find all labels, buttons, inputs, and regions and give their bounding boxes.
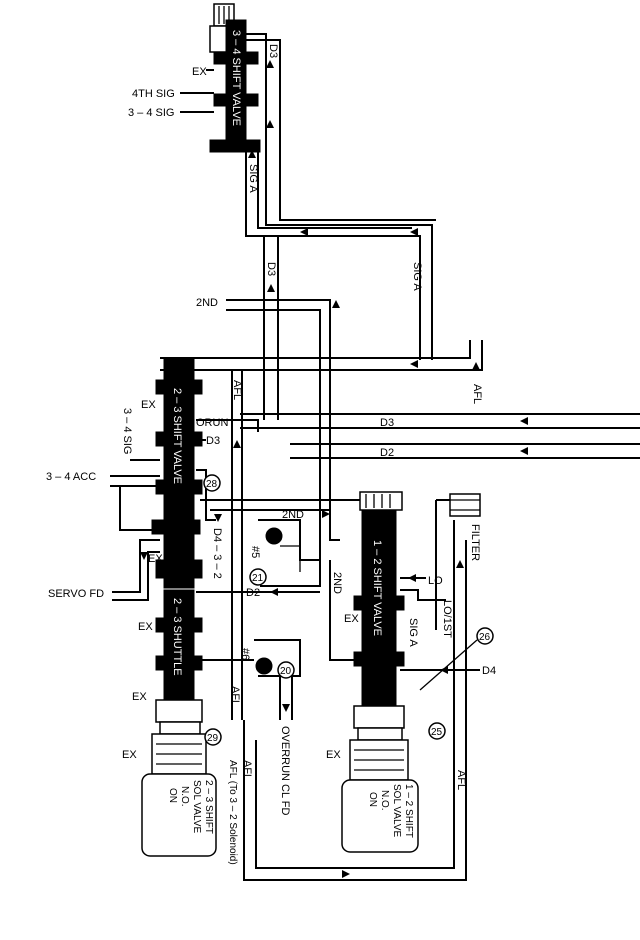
sol-1-2-line2: SOL VALVE: [391, 784, 402, 838]
shift-valve-1-2-label: 1 – 2 SHIFT VALVE: [371, 540, 383, 636]
afl-to-32-label: AFL (To 3 – 2 Solenoid): [227, 760, 238, 865]
callout-28: 28: [203, 474, 221, 492]
callout-26: 26: [476, 627, 494, 645]
shuttle-2-3: 2 – 3 SHUTTLE: [155, 589, 203, 711]
callout-25: 25: [428, 722, 446, 740]
d2-label-right: D2: [380, 447, 394, 459]
shift-valve-1-2: 1 – 2 SHIFT VALVE: [353, 491, 405, 707]
callout-29: 29: [204, 728, 222, 746]
svg-text:29: 29: [207, 733, 219, 744]
svg-text:26: 26: [479, 632, 491, 643]
callout-20: 20: [277, 661, 295, 679]
check-6-label: #6: [239, 648, 251, 660]
3-4-sig-label-2: 3 – 4 SIG: [121, 408, 133, 454]
overrun-cl-fd-label: OVERRUN CL FD: [279, 726, 291, 815]
svg-text:21: 21: [252, 573, 264, 584]
ex-label-1: EX: [192, 66, 207, 78]
shift-valve-2-3: 2 – 3 SHIFT VALVE: [151, 357, 203, 589]
sig-a-label-top: SIG A: [247, 164, 259, 193]
ex-label-4: EX: [138, 621, 153, 633]
solenoid-1-2: [341, 705, 419, 853]
lo-1st-label: LO/1ST: [441, 600, 453, 638]
shift-valve-3-4: 3 – 4 SHIFT VALVE: [209, 3, 261, 153]
sol-1-2-line1: 1 – 2 SHIFT: [403, 784, 414, 838]
d2-label-left: D2: [246, 587, 260, 599]
filter: [449, 493, 481, 517]
2nd-label-mid: 2ND: [282, 509, 304, 521]
sol-2-3-line3: N.O.: [179, 786, 190, 807]
shift-valve-3-4-label: 3 – 4 SHIFT VALVE: [230, 30, 242, 126]
ex-label-5: EX: [132, 691, 147, 703]
d4-label: D4: [482, 665, 496, 677]
sig-a-label-low: SIG A: [407, 618, 419, 647]
sol-2-3-line2: SOL VALVE: [191, 780, 202, 834]
ex-label-6: EX: [122, 749, 137, 761]
check-5-label: #5: [249, 546, 261, 558]
sol-1-2-line3: N.O.: [379, 790, 390, 811]
d3-label-left: D3: [206, 435, 220, 447]
2nd-label-top: 2ND: [196, 297, 218, 309]
afl-label-right: AFL: [471, 384, 483, 404]
afl-label-low2: AFL: [241, 760, 253, 780]
svg-text:25: 25: [431, 727, 443, 738]
d3-label-right: D3: [380, 417, 394, 429]
3-4-acc-label: 3 – 4 ACC: [46, 471, 96, 483]
callout-21: 21: [249, 568, 267, 586]
d4-3-2-label: D4 – 3 – 2: [211, 528, 223, 579]
ex-label-2: EX: [141, 399, 156, 411]
servo-fd-label: SERVO FD: [48, 588, 104, 600]
svg-text:20: 20: [280, 666, 292, 677]
2nd-label-low: 2ND: [331, 572, 343, 594]
solenoid-2-3: [141, 699, 217, 857]
d3-label-top: D3: [267, 44, 279, 58]
sol-1-2-line4: ON: [367, 792, 378, 807]
d3-label-mid: D3: [265, 262, 277, 276]
shift-valve-2-3-label: 2 – 3 SHIFT VALVE: [171, 388, 183, 484]
ex-label-7: EX: [344, 613, 359, 625]
3-4-sig-label: 3 – 4 SIG: [128, 107, 174, 119]
ex-label-3: EX: [148, 553, 163, 565]
afl-label-mid: AFL: [231, 380, 243, 400]
ex-label-8: EX: [326, 749, 341, 761]
sig-a-label-right: SIG A: [411, 262, 423, 291]
shuttle-2-3-label: 2 – 3 SHUTTLE: [171, 598, 183, 676]
sol-2-3-line4: ON: [167, 788, 178, 803]
sol-2-3-line1: 2 – 3 SHIFT: [203, 780, 214, 834]
check-ball-5: [258, 519, 321, 587]
filter-label: FILTER: [469, 524, 481, 561]
svg-text:28: 28: [206, 479, 218, 490]
afl-label-low: AFL: [229, 686, 241, 706]
orun-label: ORUN: [196, 417, 228, 429]
4th-sig-label: 4TH SIG: [132, 88, 175, 100]
afl-label-bottom-right: AFL: [455, 770, 467, 790]
